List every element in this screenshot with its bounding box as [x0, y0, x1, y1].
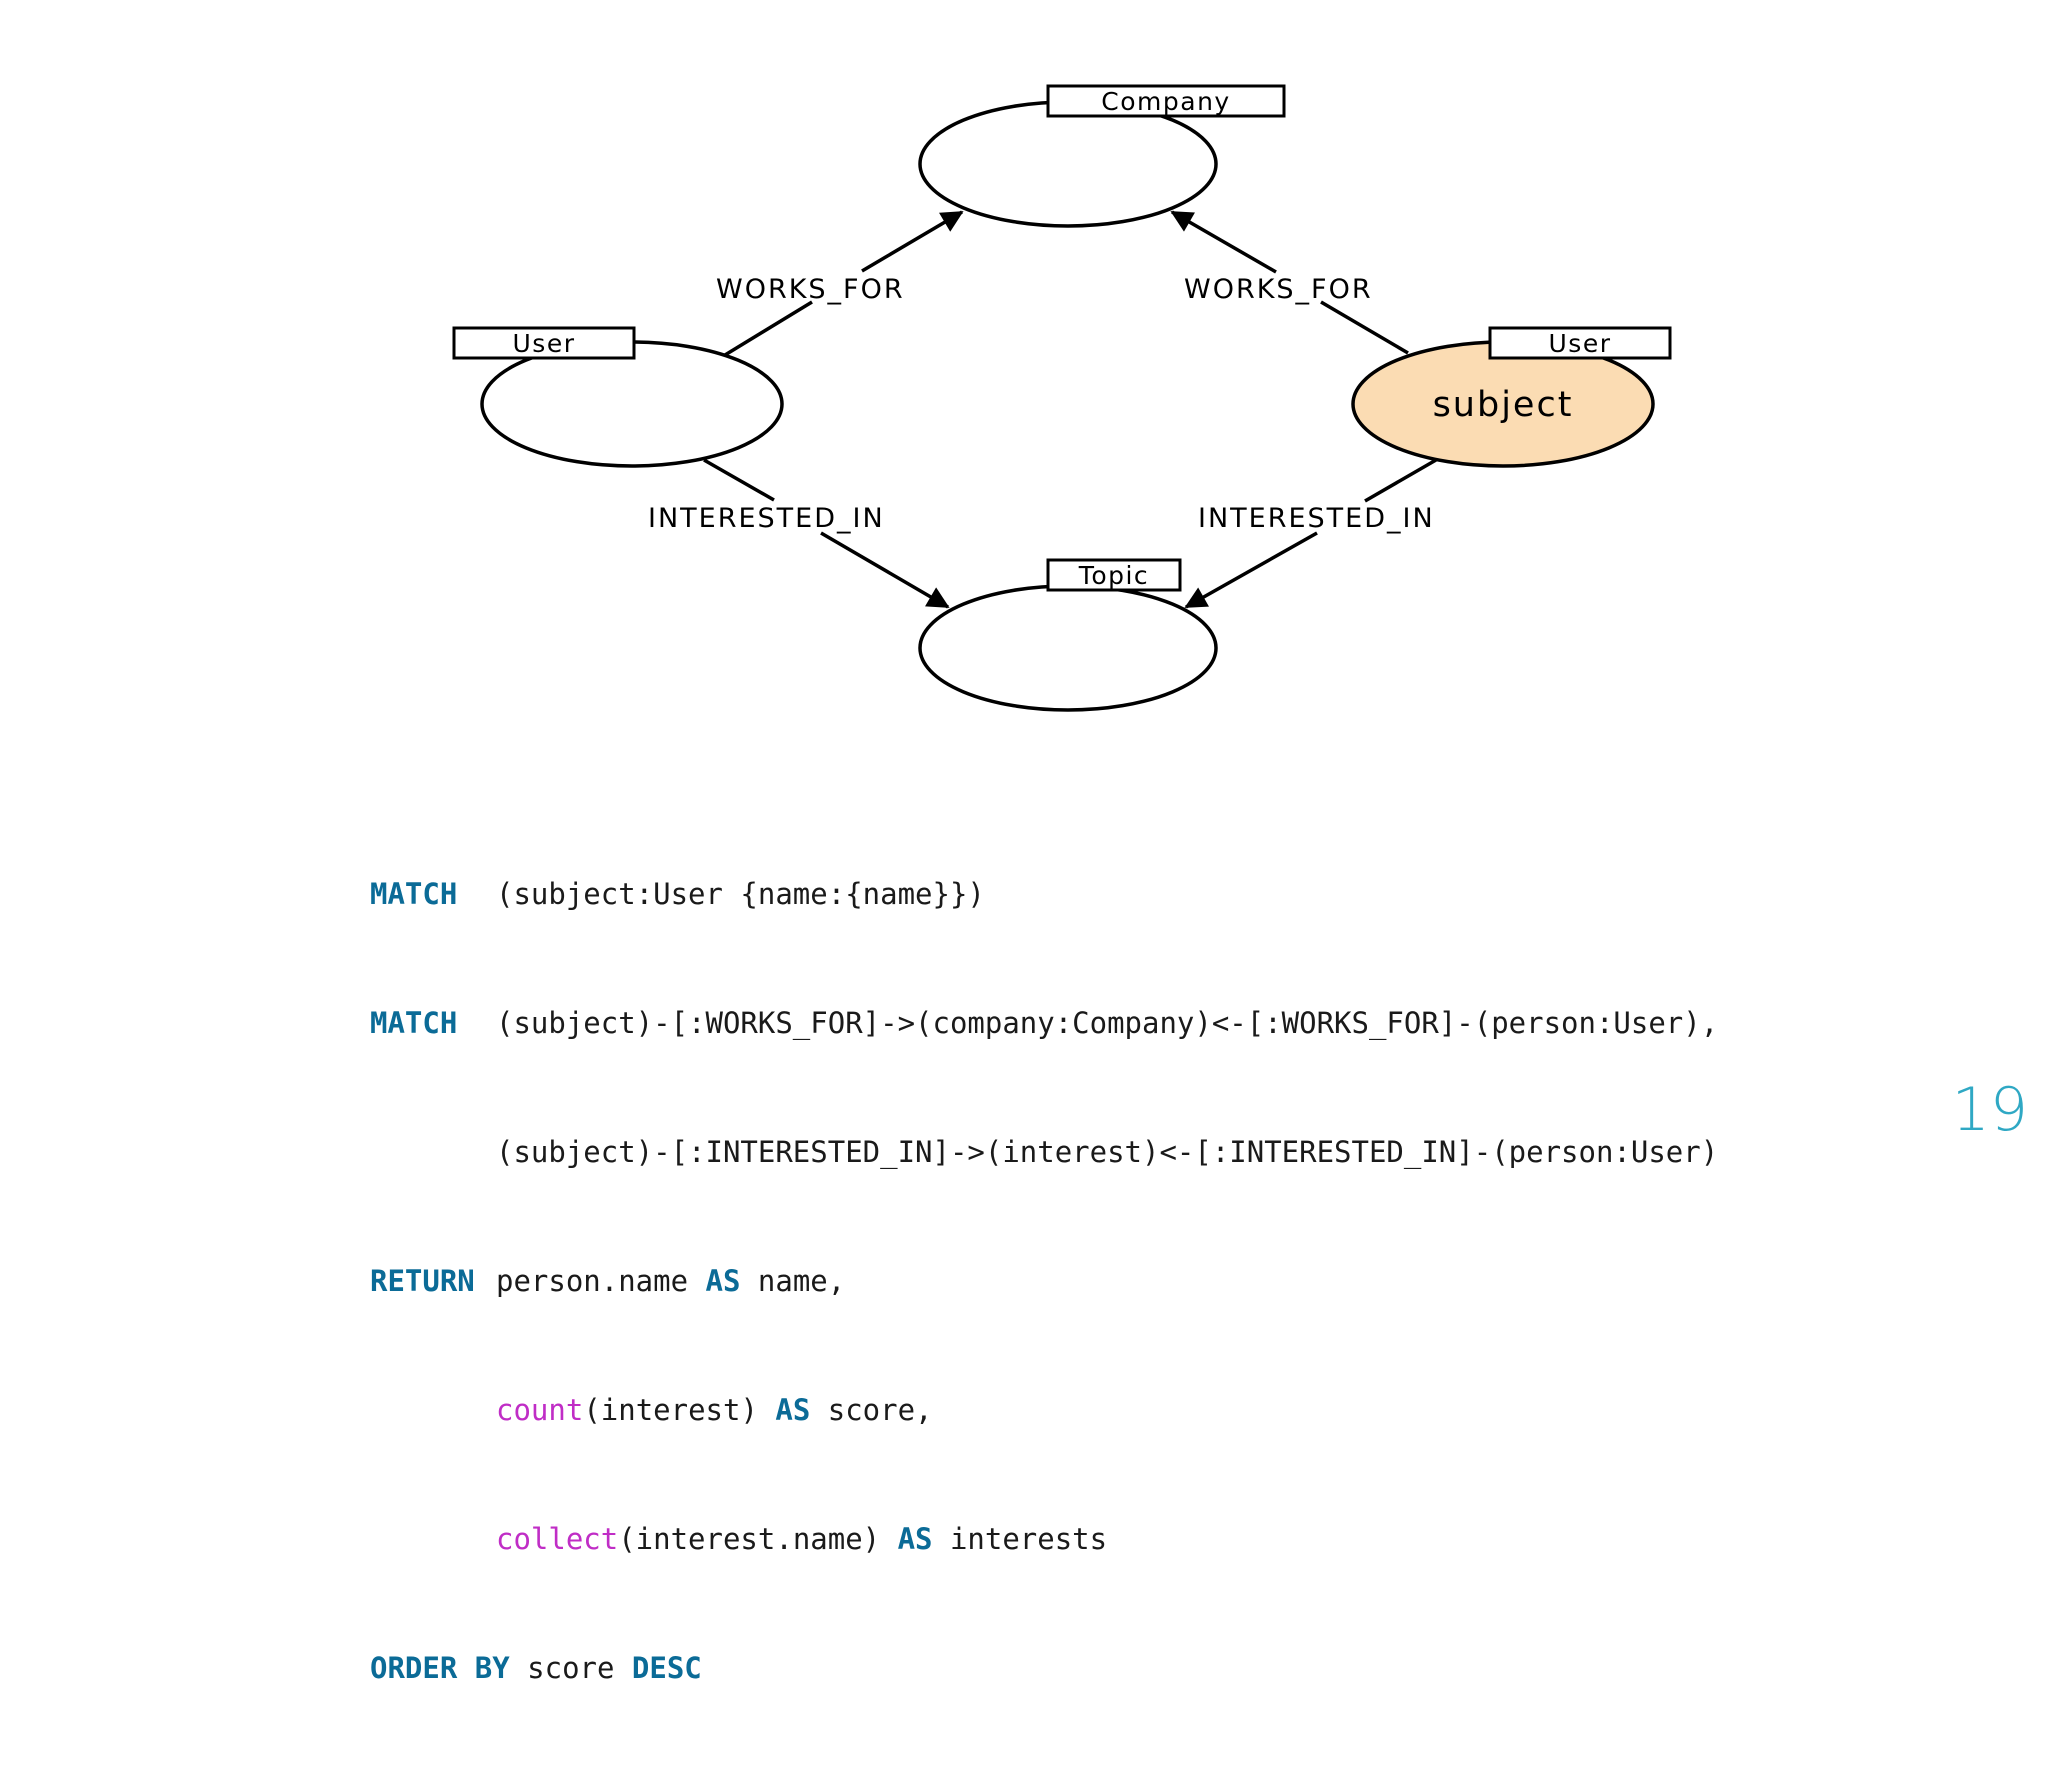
keyword-desc: DESC [631, 1651, 702, 1685]
topic-label-box [1046, 558, 1182, 592]
node-subject: User subject [1351, 326, 1672, 468]
code-line-3: (subject)-[:INTERESTED_IN]->(interest)<-… [370, 1131, 1718, 1174]
page-number: 19 [1951, 1075, 2028, 1145]
code-text: score, [810, 1393, 933, 1427]
user-left-label: User [513, 329, 576, 358]
function-count: count [496, 1393, 584, 1427]
code-line-2: MATCH (subject)-[:WORKS_FOR]->(company:Co… [370, 1002, 1718, 1045]
edge-works-for-left [724, 210, 964, 357]
keyword-as: AS [897, 1522, 933, 1556]
company-label-box [1046, 84, 1286, 118]
keyword-match: MATCH [370, 877, 458, 911]
user-left-label-box [452, 326, 636, 360]
function-collect: collect [496, 1522, 619, 1556]
code-text: name, [740, 1264, 846, 1298]
keyword-return: RETURN [370, 1264, 475, 1298]
keyword-as: AS [705, 1264, 741, 1298]
edge-label-interested-in-right: INTERESTED_IN [1198, 503, 1435, 534]
code-text: (interest) [583, 1393, 776, 1427]
user-subject-label-box [1488, 326, 1672, 360]
company-label: Company [1101, 87, 1230, 116]
code-text: (subject)-[:WORKS_FOR]->(company:Company… [496, 1006, 1719, 1040]
edge-label-works-for-left: WORKS_FOR [716, 274, 905, 305]
subject-text: subject [1433, 385, 1574, 425]
code-text: interests [932, 1522, 1108, 1556]
edge-interested-in-left [703, 458, 950, 609]
edge-label-works-for-right: WORKS_FOR [1184, 274, 1373, 305]
cypher-query: MATCH (subject:User {name:{name}}) MATCH (… [370, 787, 1718, 1776]
graph-diagram: WORKS_FOR WORKS_FOR INTERESTED_IN INTERE… [452, 84, 1672, 712]
code-line-5: count(interest) AS score, [370, 1389, 1718, 1432]
edge-label-interested-in-left: INTERESTED_IN [648, 503, 885, 534]
code-text: (subject:User {name:{name}}) [496, 877, 985, 911]
keyword-order-by: ORDER BY [370, 1651, 510, 1685]
code-text: score [509, 1651, 632, 1685]
keyword-match: MATCH [370, 1006, 458, 1040]
node-company: Company [918, 84, 1286, 228]
code-text: person.name [496, 1264, 706, 1298]
edge-interested-in-right [1184, 458, 1437, 609]
node-user-left: User [452, 326, 784, 468]
code-line-6: collect(interest.name) AS interests [370, 1518, 1718, 1561]
code-text: (subject)-[:INTERESTED_IN]->(interest)<-… [496, 1135, 1719, 1169]
edge-works-for-right [1170, 210, 1409, 355]
topic-label: Topic [1078, 561, 1149, 590]
keyword-as: AS [775, 1393, 811, 1427]
node-topic: Topic [918, 558, 1218, 712]
slide: WORKS_FOR WORKS_FOR INTERESTED_IN INTERE… [370, 84, 2028, 1685]
user-subject-label: User [1549, 329, 1612, 358]
code-text: (interest.name) [618, 1522, 898, 1556]
code-line-1: MATCH (subject:User {name:{name}}) [370, 873, 1718, 916]
code-line-4: RETURN person.name AS name, [370, 1260, 1718, 1303]
code-line-7: ORDER BY score DESC [370, 1647, 1718, 1690]
